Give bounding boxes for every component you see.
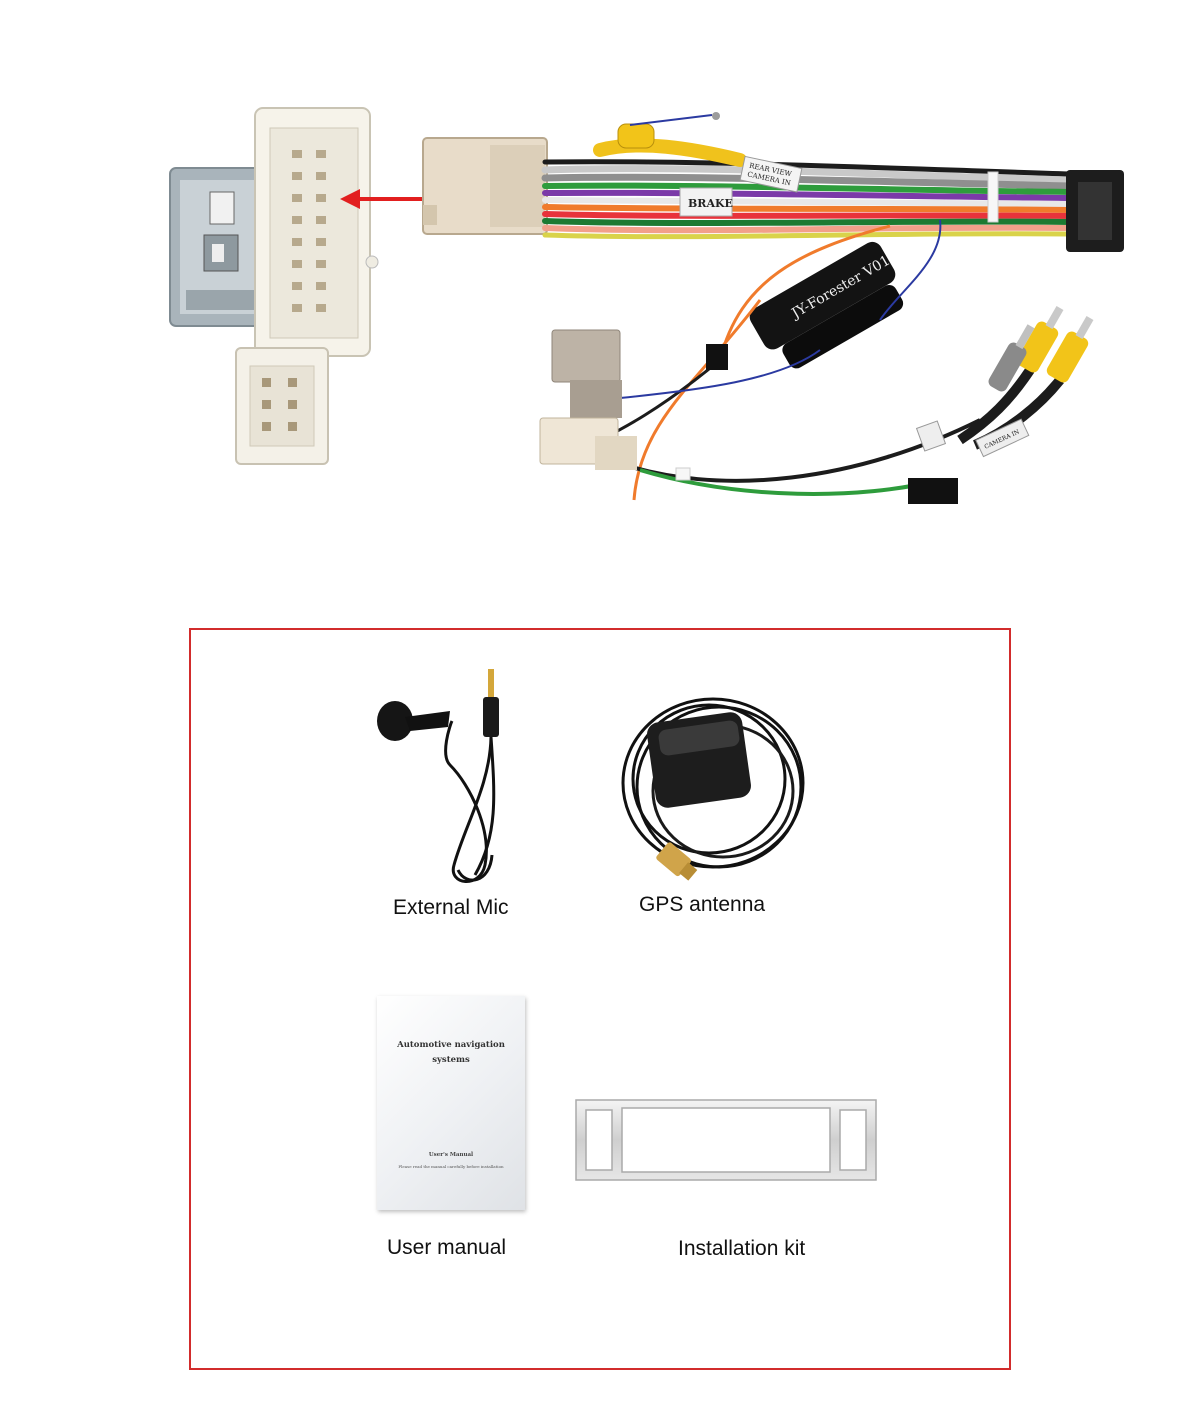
harness-plug (422, 137, 548, 235)
manual-title-line-1: Automotive navigation (397, 1040, 505, 1050)
grey-oem-connector (169, 167, 271, 327)
gps-caption: GPS antenna (639, 893, 766, 916)
mic-jack-plug (483, 697, 499, 737)
red-arrow (340, 189, 425, 209)
mic-clip (405, 711, 450, 731)
user-manual-booklet: Automotive navigation systems User's Man… (377, 996, 525, 1210)
brake-label: BRAKE (688, 197, 733, 210)
manual-subtitle: User's Manual (428, 1152, 474, 1158)
manual-title-line-2: systems (432, 1055, 470, 1065)
black-mini-connector (706, 344, 728, 370)
mic-capsule (377, 701, 413, 741)
mic-cable (444, 720, 493, 883)
rear-view-tag: REAR VIEW CAMERA IN (739, 155, 803, 193)
black-iso-connector (1066, 170, 1124, 252)
cable-tie (987, 171, 999, 223)
manual-title: Automotive navigation systems (377, 1038, 525, 1068)
cable-tie-2 (675, 467, 691, 481)
rca-yellow-top (593, 112, 747, 167)
manual-caption: User manual (387, 1236, 507, 1259)
manual-note: Please read the manual carefully before … (398, 1164, 504, 1169)
gps-antenna-image (621, 697, 805, 881)
beige-small-connectors (539, 329, 637, 470)
install-caption: Installation kit (678, 1237, 806, 1260)
accessory-kit-frame (189, 628, 1011, 1370)
white-small-connector (235, 347, 329, 465)
canbus-module: JY-Forester V01 (749, 241, 904, 369)
white-oem-connector (254, 107, 379, 357)
sma-connector (656, 842, 698, 881)
wiring-harness-photo: REAR VIEW CAMERA IN BRAKE JY-Forester V0… (169, 107, 1124, 504)
trim-frame (575, 1099, 877, 1181)
mic-jack-tip (488, 669, 494, 699)
mic-caption: External Mic (393, 896, 509, 919)
installation-kit-image (575, 1099, 877, 1181)
brake-tag: BRAKE (679, 187, 733, 217)
external-mic-image (377, 669, 499, 883)
rca-plugs: CAMERA IN (915, 306, 1094, 458)
black-mini-connector-2 (908, 478, 958, 504)
